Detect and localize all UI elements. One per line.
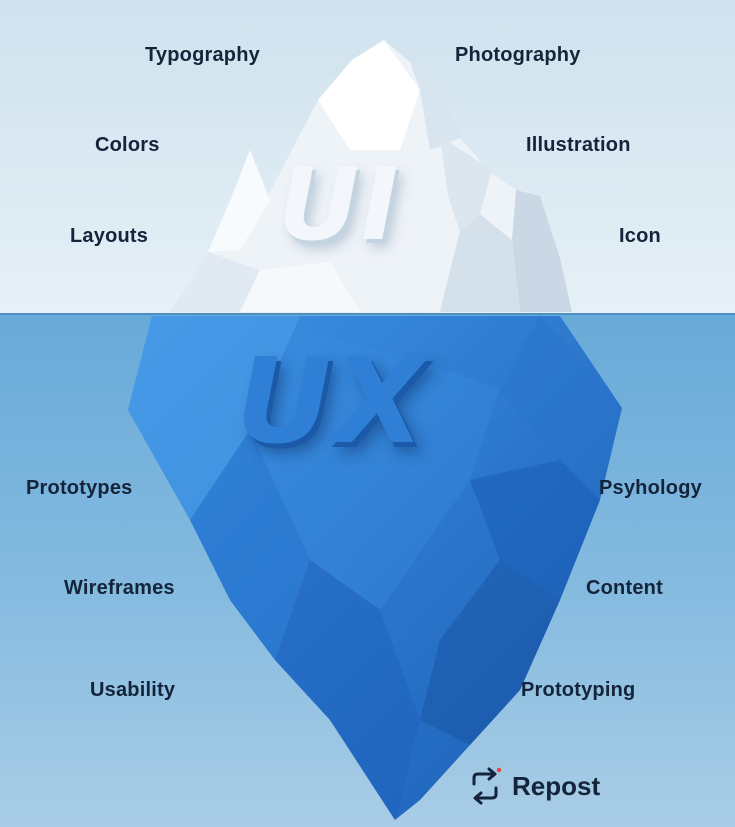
repost-label: Repost <box>512 770 601 801</box>
ui-heading: UI <box>278 146 401 263</box>
ui-item-colors: Colors <box>95 134 160 156</box>
ux-item-psyhology: Psyhology <box>599 477 702 499</box>
ui-item-illustration: Illustration <box>526 134 631 156</box>
ui-item-photography: Photography <box>455 44 581 66</box>
above-water-iceberg <box>170 40 572 312</box>
ux-item-usability: Usability <box>90 679 176 701</box>
ux-item-prototypes: Prototypes <box>26 477 133 499</box>
ux-item-content: Content <box>586 577 663 599</box>
ux-item-prototyping: Prototyping <box>521 679 636 701</box>
ui-item-typography: Typography <box>145 44 260 66</box>
ui-item-layouts: Layouts <box>70 225 149 247</box>
repost-button[interactable]: Repost <box>466 766 600 806</box>
ui-item-icon: Icon <box>619 225 661 247</box>
repost-icon <box>472 767 502 805</box>
ux-item-wireframes: Wireframes <box>64 577 175 599</box>
ux-heading: UX <box>236 332 427 470</box>
underwater-iceberg <box>128 316 622 820</box>
